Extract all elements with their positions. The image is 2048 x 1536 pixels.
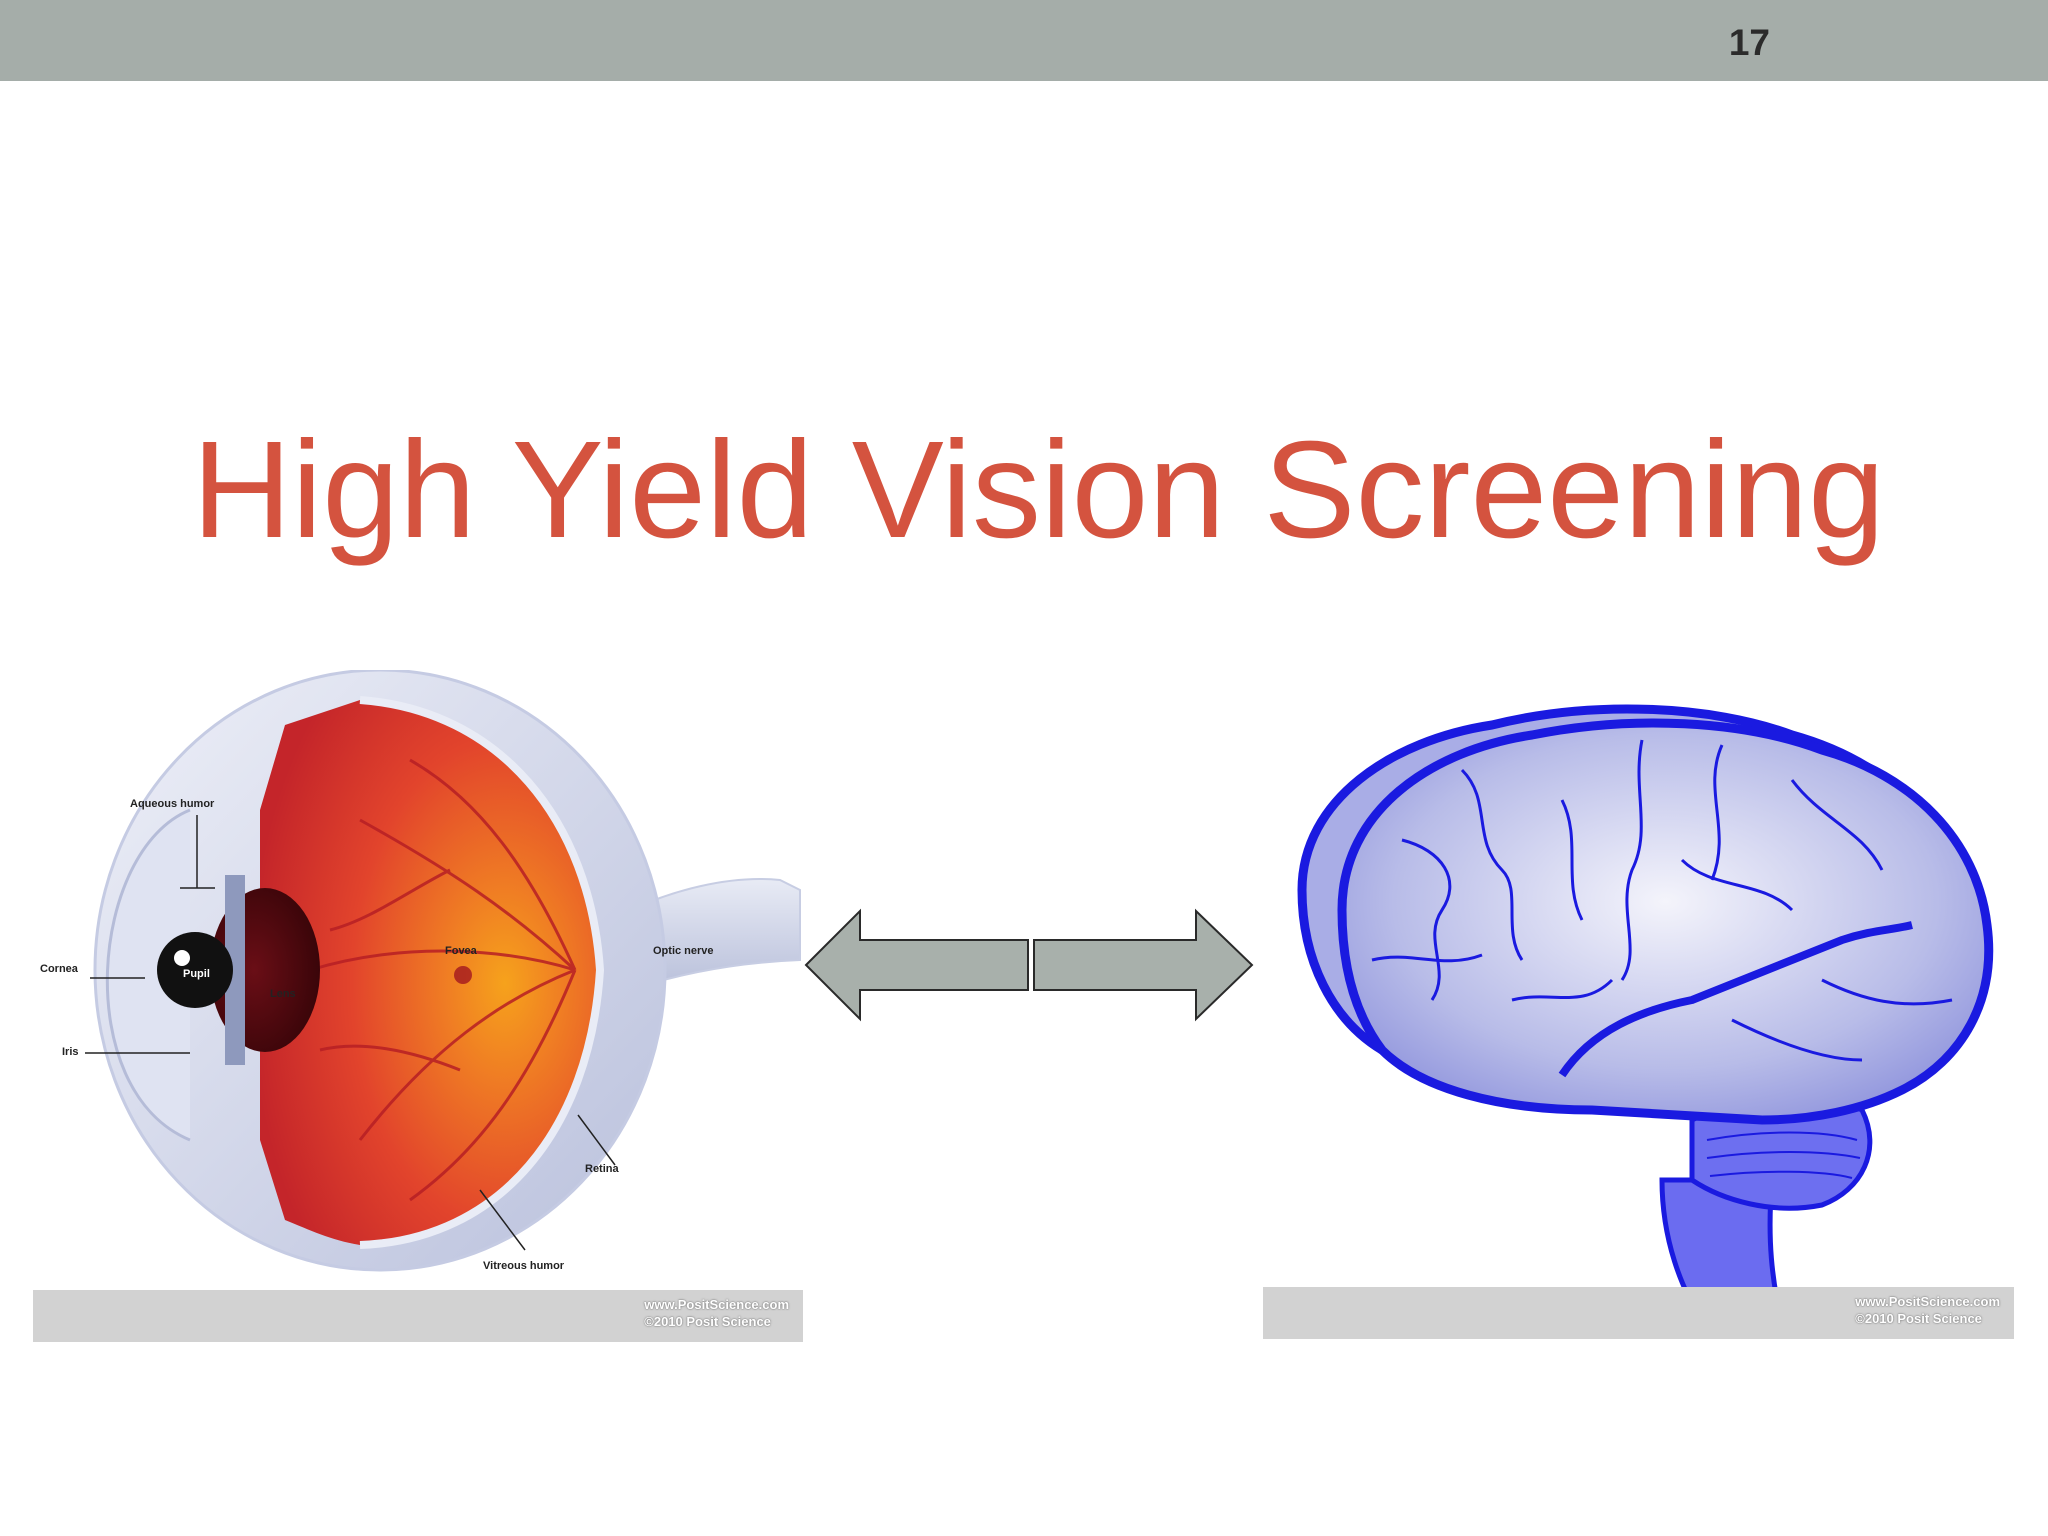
eye-credit: www.PositScience.com ©2010 Posit Science	[644, 1296, 789, 1330]
label-aqueous-humor: Aqueous humor	[130, 798, 215, 810]
label-vitreous-humor: Vitreous humor	[483, 1260, 565, 1272]
brain-credit: www.PositScience.com ©2010 Posit Science	[1855, 1293, 2000, 1327]
eye-illustration	[85, 668, 801, 1272]
eye-credit-bar: www.PositScience.com ©2010 Posit Science	[33, 1290, 803, 1342]
label-cornea: Cornea	[40, 963, 78, 975]
page-number: 17	[1728, 22, 1770, 63]
label-lens: Lens	[270, 988, 296, 1000]
label-fovea: Fovea	[445, 945, 477, 957]
label-optic-nerve: Optic nerve	[653, 945, 714, 957]
brain-illustration	[1297, 704, 1994, 1328]
brain-credit-url: www.PositScience.com	[1855, 1294, 2000, 1309]
label-retina: Retina	[585, 1163, 619, 1175]
double-arrow-icon	[800, 905, 1260, 1025]
top-bar: 17	[0, 0, 2048, 81]
eye-credit-copyright: ©2010 Posit Science	[644, 1314, 771, 1329]
eye-diagram: Aqueous humor Cornea Pupil Iris Lens Fov…	[30, 668, 810, 1345]
slide-title: High Yield Vision Screening	[192, 413, 1885, 567]
brain-credit-bar: www.PositScience.com ©2010 Posit Science	[1263, 1287, 2014, 1339]
label-pupil: Pupil	[183, 968, 210, 980]
brain-diagram	[1262, 680, 2012, 1340]
brain-credit-copyright: ©2010 Posit Science	[1855, 1311, 1982, 1326]
eye-credit-url: www.PositScience.com	[644, 1297, 789, 1312]
label-iris: Iris	[62, 1046, 79, 1058]
